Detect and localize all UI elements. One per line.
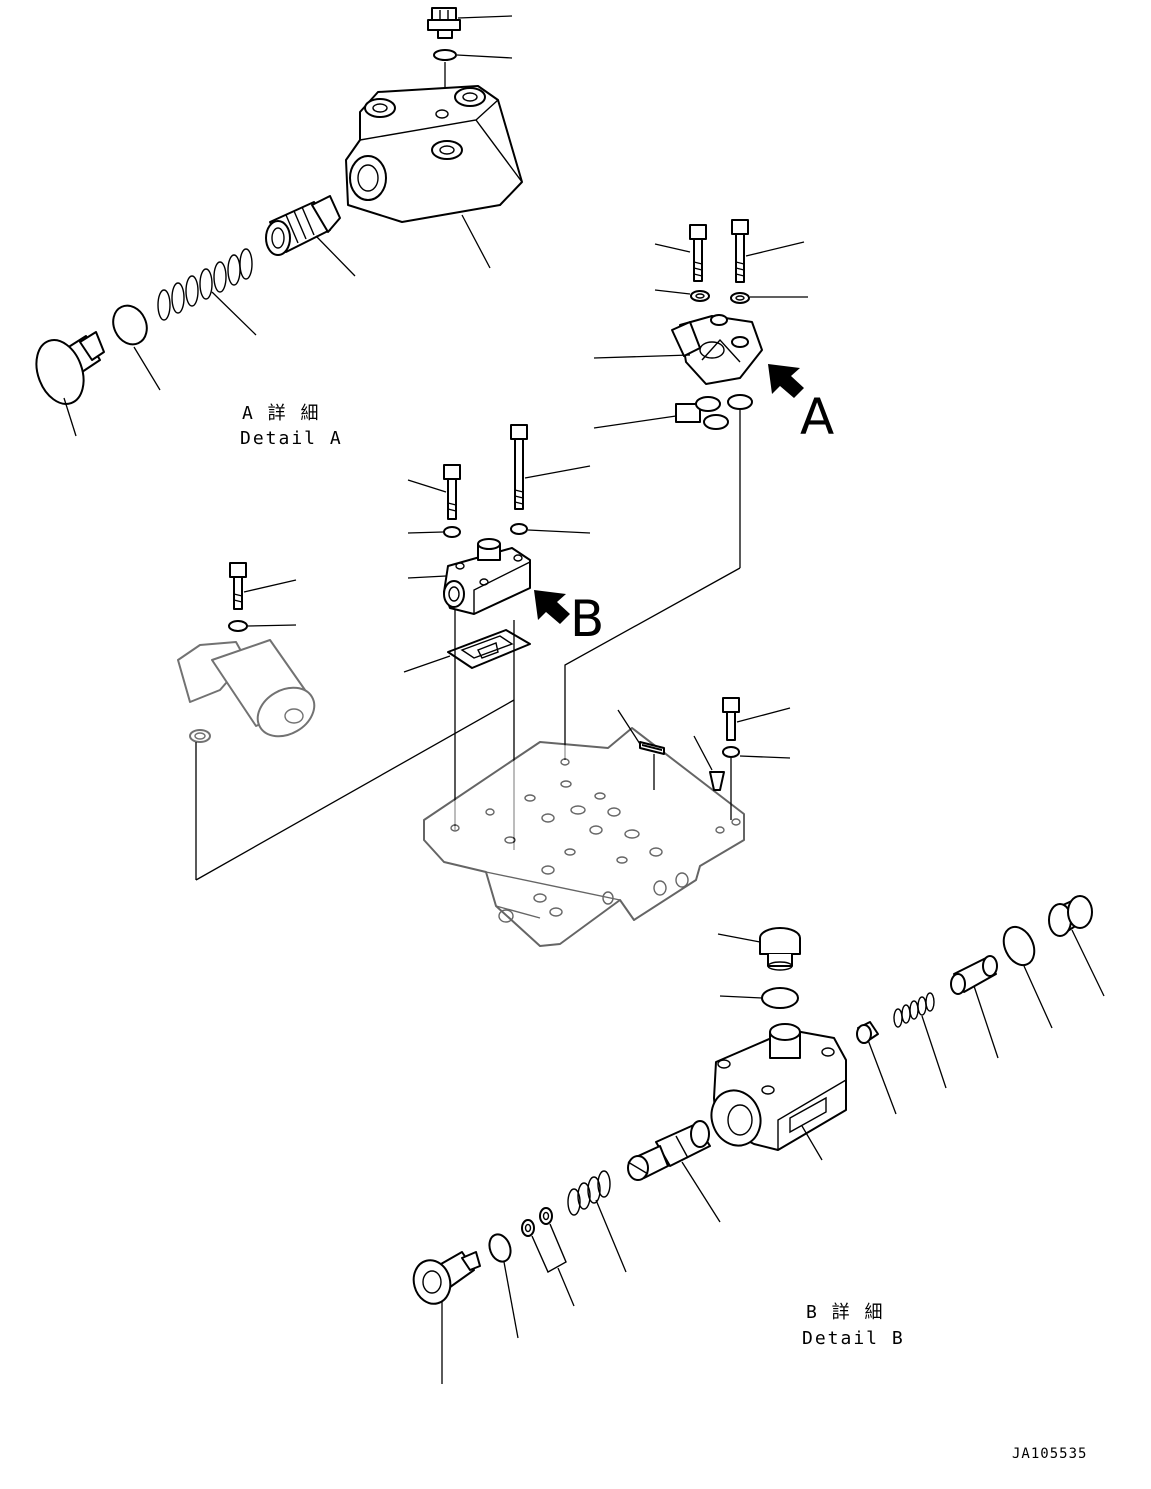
piston-b[interactable]: [950, 955, 998, 995]
washer-a-right[interactable]: [730, 292, 750, 304]
valve-body-a[interactable]: [671, 314, 763, 385]
leader-o-ring-b-right: [1023, 965, 1053, 1029]
detail-a-title-en: Detail A: [240, 428, 343, 449]
leader-cap-b: [717, 933, 761, 943]
detail-b-group: B 詳 細 Detail B: [409, 895, 1105, 1384]
leader-gasket-b: [403, 655, 451, 673]
leader-valve-body-b: [407, 575, 447, 579]
drawing-code: JA105535: [1012, 1446, 1087, 1462]
bolt-solenoid[interactable]: [229, 562, 247, 610]
bolt-plate[interactable]: [722, 697, 740, 741]
bolt-b-right[interactable]: [510, 424, 528, 510]
leader-o-ring-a: [133, 346, 161, 391]
leader-washer-plate: [739, 755, 791, 759]
detail-a-group: A 詳 細 Detail A: [28, 7, 523, 449]
leader-bolt-b-left: [407, 479, 447, 493]
check-ball[interactable]: [709, 771, 725, 791]
plug-b-left[interactable]: [409, 1251, 481, 1308]
valve-housing-b[interactable]: [704, 1023, 847, 1153]
cap-b[interactable]: [759, 927, 801, 971]
leader-washers-b: [557, 1267, 575, 1307]
valve-a-assembly: A: [564, 219, 834, 760]
washers-b[interactable]: [521, 1207, 567, 1273]
leader-sleeve-a: [315, 235, 356, 277]
leader-plug-b-right: [1071, 929, 1105, 997]
washer-b-left[interactable]: [443, 526, 461, 538]
leader-spring-b-right: [921, 1015, 947, 1089]
arrow-a-icon: [768, 364, 804, 398]
sleeve-a[interactable]: [265, 195, 341, 256]
o-ring-b-top[interactable]: [761, 987, 799, 1009]
spring-b-left[interactable]: [567, 1170, 611, 1216]
bolt-a-left[interactable]: [689, 224, 707, 282]
spring-a[interactable]: [157, 248, 253, 321]
arrow-a-label: A: [800, 388, 834, 446]
leader-top-o-ring: [456, 54, 513, 59]
o-ring-b-left[interactable]: [486, 1231, 514, 1264]
gasket-b[interactable]: [447, 629, 531, 669]
detail-a-title-jp: A 詳 細: [242, 403, 321, 424]
detail-b-title-jp: B 詳 細: [806, 1302, 885, 1323]
seal-a[interactable]: [675, 396, 729, 430]
leader-bolt-a-left: [654, 243, 691, 253]
detail-b-title-en: Detail B: [802, 1328, 905, 1349]
solenoid-assembly: [177, 562, 515, 881]
leader-bolt-plate: [736, 707, 791, 723]
bolt-b-left[interactable]: [443, 464, 461, 520]
leader-bolt-a-right: [745, 241, 805, 257]
leader-bolt-b-right: [524, 465, 591, 479]
leader-filter-strip: [617, 709, 641, 745]
filter-strip[interactable]: [639, 741, 665, 755]
arrow-b-icon: [534, 590, 570, 624]
leader-spring-b-left: [595, 1199, 627, 1273]
leader-spring-a: [211, 291, 257, 336]
leader-washer-b-left: [407, 531, 444, 534]
leader-check-ball: [693, 735, 713, 771]
washer-b-right[interactable]: [510, 523, 528, 535]
axis-a-route: [564, 567, 741, 760]
solenoid-body[interactable]: [177, 639, 323, 746]
leader-seal-a: [593, 415, 677, 429]
leader-washer-a-left: [654, 289, 691, 295]
spool-b[interactable]: [627, 1120, 711, 1181]
washer-solenoid[interactable]: [228, 620, 248, 632]
leader-ball-b: [867, 1039, 897, 1115]
leader-o-ring-b-left: [503, 1261, 519, 1339]
top-plug[interactable]: [427, 7, 461, 39]
plug-b-right[interactable]: [1048, 895, 1093, 937]
o-ring-a[interactable]: [107, 300, 153, 350]
plate-hardware: [617, 697, 791, 820]
o-ring-b-right[interactable]: [998, 922, 1040, 970]
leader-piston-b: [973, 985, 999, 1059]
washer-plate[interactable]: [722, 746, 740, 758]
leader-o-ring-b-top: [719, 995, 763, 999]
leader-housing-a: [461, 214, 491, 269]
valve-housing-a[interactable]: [345, 85, 523, 223]
axis-solenoid-route: [195, 699, 515, 881]
leader-bolt-solenoid: [243, 579, 297, 593]
washer-a-left[interactable]: [690, 290, 710, 302]
spring-b-right[interactable]: [893, 992, 935, 1028]
valve-body-b[interactable]: [443, 538, 531, 615]
leader-plug-a: [63, 397, 77, 437]
leader-washer-b-right: [527, 529, 591, 534]
valve-plate[interactable]: [423, 727, 745, 947]
top-o-ring[interactable]: [433, 49, 457, 61]
leader-housing-b: [801, 1125, 823, 1161]
arrow-b-label: B: [570, 590, 604, 648]
plug-a[interactable]: [28, 331, 105, 411]
leader-valve-body-a: [593, 354, 691, 359]
ball-b[interactable]: [856, 1021, 879, 1044]
o-ring-a2[interactable]: [727, 394, 753, 410]
leader-washer-solenoid: [247, 624, 297, 627]
leader-top-plug: [457, 15, 513, 19]
valve-b-assembly: B: [403, 424, 604, 850]
bolt-a-right[interactable]: [731, 219, 749, 283]
leader-spool-b: [681, 1161, 721, 1223]
